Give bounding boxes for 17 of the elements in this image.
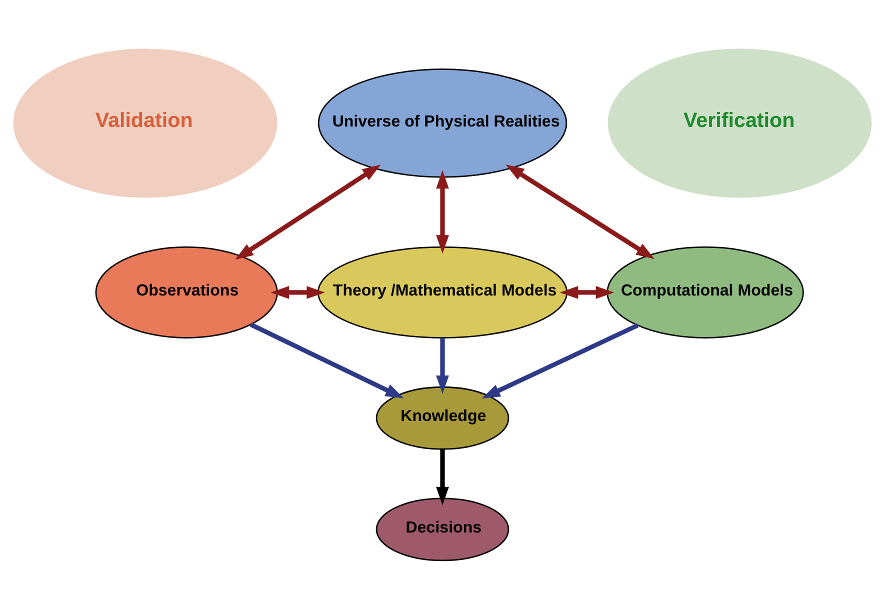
node-ellipse: Universe of Physical Realities [318, 68, 568, 178]
node-ellipse: Knowledge [376, 386, 510, 450]
node-ellipse: Observations [95, 246, 278, 338]
arrow [250, 322, 404, 398]
arrow [234, 164, 381, 260]
arrow [482, 323, 639, 399]
arrow [506, 164, 655, 260]
arrow [436, 170, 449, 254]
node-ellipse: Verification [608, 48, 872, 198]
node-ellipse: Validation [13, 48, 278, 198]
node-ellipse: Theory /Mathematical Models [317, 246, 568, 338]
arrow [436, 449, 449, 506]
arrow [560, 286, 614, 299]
arrow [270, 286, 326, 299]
node-ellipse: Computational Models [606, 246, 804, 338]
node-ellipse: Decisions [376, 498, 510, 562]
arrow [436, 338, 449, 394]
